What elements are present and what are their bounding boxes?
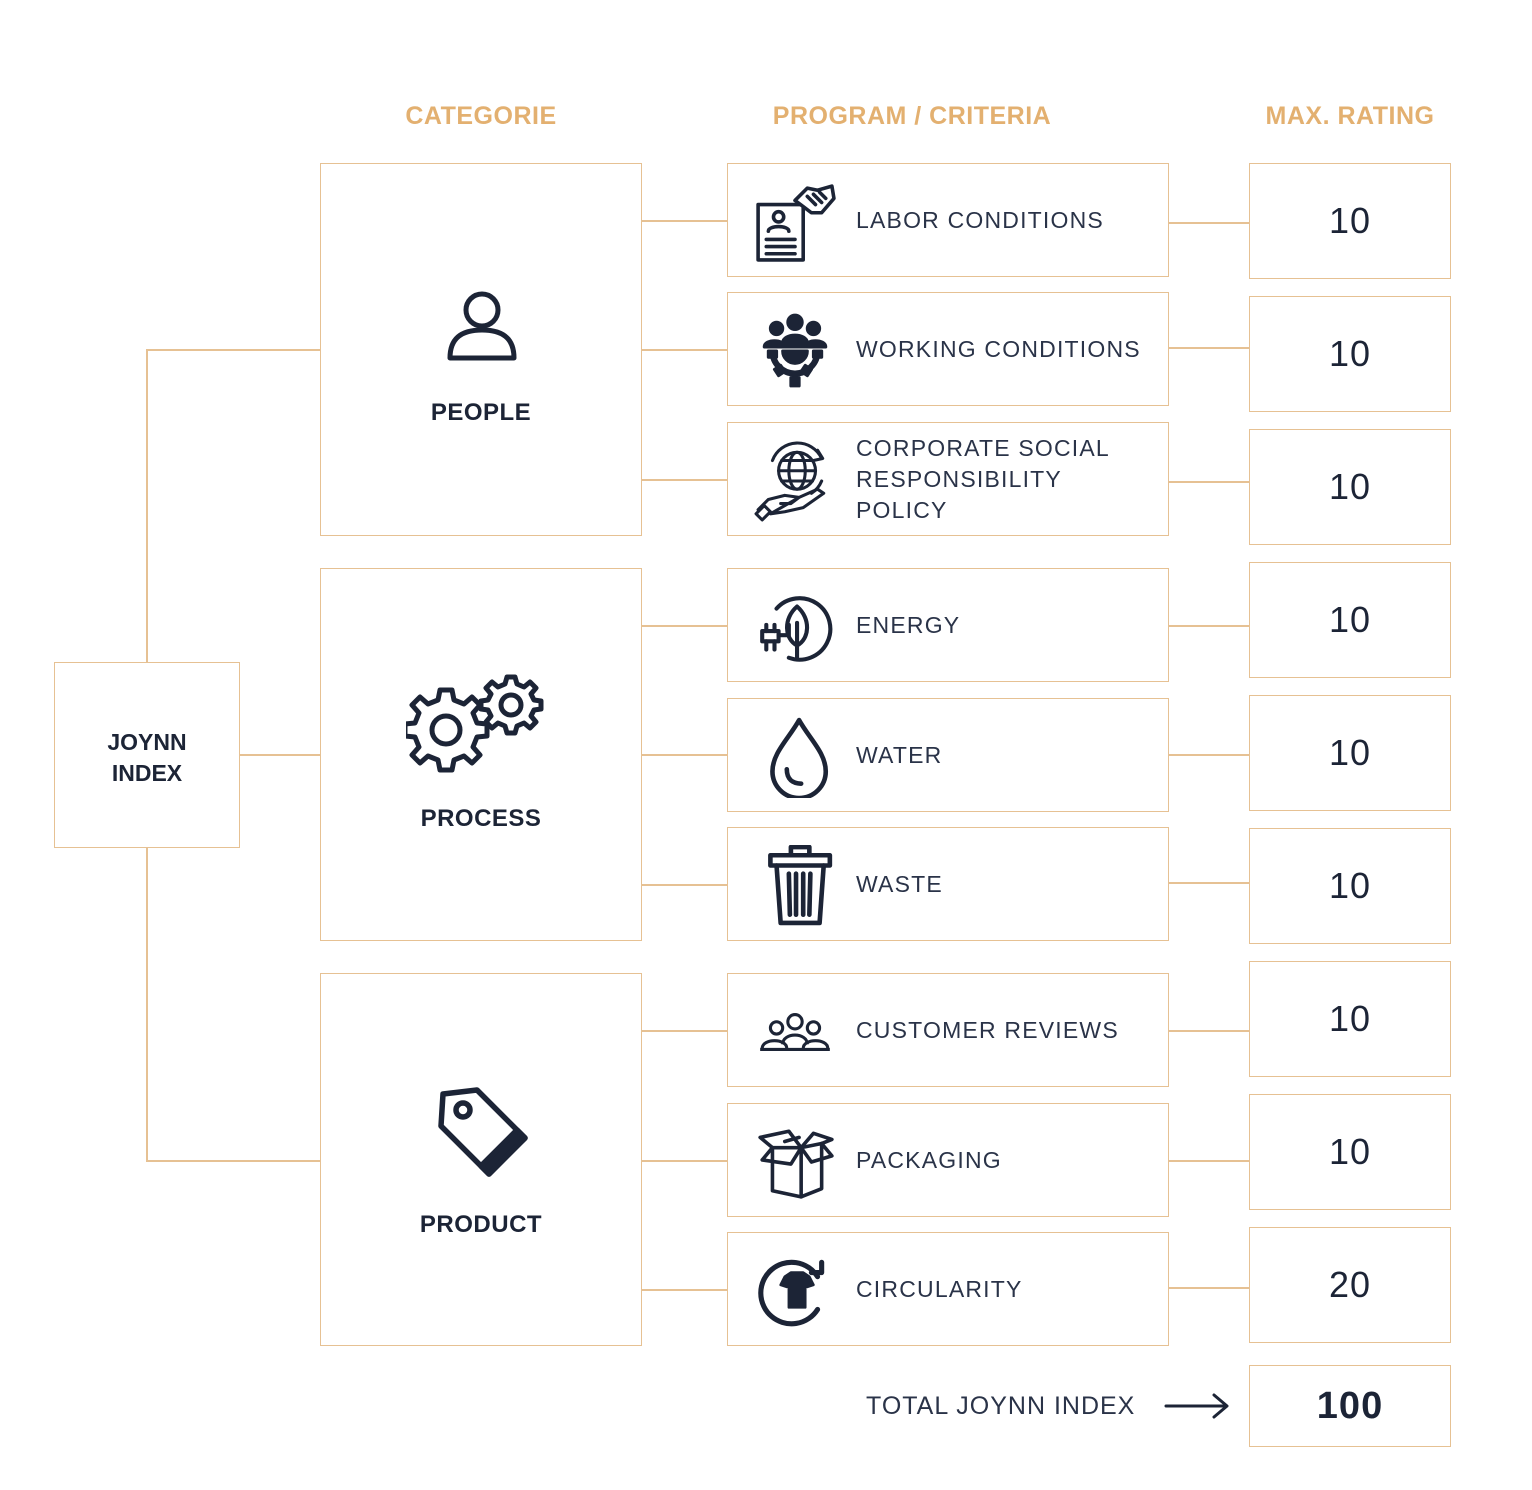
connector-rating-7: [1169, 1030, 1249, 1032]
open-box-icon: [758, 1129, 834, 1199]
connector-rating-5: [1169, 754, 1249, 756]
criteria-waste: WASTE: [727, 827, 1169, 941]
header-rating: MAX. RATING: [1265, 102, 1435, 130]
connector-rating-9: [1169, 1287, 1249, 1289]
criteria-water: WATER: [727, 698, 1169, 812]
criteria-label: CIRCULARITY: [856, 1275, 1023, 1302]
globe-hand-icon: [754, 441, 826, 522]
gears-icon: [406, 674, 544, 773]
criteria-label: CUSTOMER REVIEWS: [856, 1016, 1119, 1043]
connector-rating-8: [1169, 1160, 1249, 1162]
connector-root-product: [146, 1160, 321, 1162]
connector-rating-4: [1169, 625, 1249, 627]
connector-people-c3: [642, 479, 727, 481]
connector-root-down: [146, 847, 148, 1160]
criteria-energy: ENERGY: [727, 568, 1169, 682]
category-people: PEOPLE: [320, 163, 642, 536]
criteria-label: WATER: [856, 741, 943, 768]
connector-product-c7: [642, 1030, 727, 1032]
criteria-label: WORKING CONDITIONS: [856, 335, 1141, 362]
rating-labor-conditions: 10: [1249, 163, 1451, 279]
category-product: PRODUCT: [320, 973, 642, 1346]
connector-people-c2: [642, 349, 727, 351]
connector-rating-2: [1169, 347, 1249, 349]
root-node: JOYNN INDEX: [54, 662, 240, 848]
connector-root-up: [146, 349, 148, 663]
rating-energy: 10: [1249, 562, 1451, 678]
connector-process-c5: [642, 754, 727, 756]
criteria-working-conditions: WORKING CONDITIONS: [727, 292, 1169, 406]
connector-root-process: [240, 754, 321, 756]
water-drop-icon: [770, 717, 829, 798]
criteria-label: CORPORATE SOCIAL RESPONSIBILITY POLICY: [856, 423, 1158, 535]
criteria-customer-reviews: CUSTOMER REVIEWS: [727, 973, 1169, 1087]
connector-process-c4: [642, 625, 727, 627]
connector-process-c6: [642, 884, 727, 886]
connector-product-c8: [642, 1160, 727, 1162]
connector-rating-6: [1169, 882, 1249, 884]
header-category: CATEGORIE: [405, 102, 557, 130]
criteria-label-line1: CORPORATE SOCIAL: [856, 434, 1110, 461]
criteria-labor-conditions: LABOR CONDITIONS: [727, 163, 1169, 277]
rating-water: 10: [1249, 695, 1451, 811]
leaf-plug-icon: [760, 596, 833, 662]
criteria-packaging: PACKAGING: [727, 1103, 1169, 1217]
category-process: PROCESS: [320, 568, 642, 941]
trash-bin-icon: [768, 845, 833, 926]
team-gear-icon: [762, 313, 828, 388]
category-label-people: PEOPLE: [430, 399, 532, 426]
person-icon: [447, 291, 517, 361]
category-label-process: PROCESS: [420, 805, 542, 832]
customers-icon: [760, 1013, 830, 1051]
connector-rating-1: [1169, 222, 1249, 224]
root-label-line2: INDEX: [111, 760, 183, 786]
connector-root-people: [146, 349, 321, 351]
total-value: 100: [1249, 1365, 1451, 1447]
header-criteria: PROGRAM / CRITERIA: [772, 102, 1052, 130]
rating-working-conditions: 10: [1249, 296, 1451, 412]
rating-circularity: 20: [1249, 1227, 1451, 1343]
rating-csr-policy: 10: [1249, 429, 1451, 545]
criteria-circularity: CIRCULARITY: [727, 1232, 1169, 1346]
criteria-label: WASTE: [856, 870, 943, 897]
criteria-label: LABOR CONDITIONS: [856, 206, 1104, 233]
root-label-line1: JOYNN: [107, 729, 187, 755]
connector-product-c9: [642, 1289, 727, 1291]
criteria-csr-policy: CORPORATE SOCIAL RESPONSIBILITY POLICY: [727, 422, 1169, 536]
connector-rating-3: [1169, 481, 1249, 483]
rating-waste: 10: [1249, 828, 1451, 944]
contract-handshake-icon: [756, 184, 836, 262]
criteria-label: PACKAGING: [856, 1146, 1002, 1173]
category-label-product: PRODUCT: [419, 1211, 543, 1238]
recycle-shirt-icon: [758, 1259, 825, 1327]
root-label: JOYNN INDEX: [55, 727, 239, 789]
arrow-right-icon: [1164, 1393, 1229, 1419]
rating-customer-reviews: 10: [1249, 961, 1451, 1077]
price-tag-icon: [438, 1087, 528, 1177]
connector-people-c1: [642, 220, 727, 222]
rating-packaging: 10: [1249, 1094, 1451, 1210]
criteria-label-line2: RESPONSIBILITY POLICY: [856, 465, 1062, 523]
criteria-label: ENERGY: [856, 611, 961, 638]
total-label: TOTAL JOYNN INDEX: [866, 1392, 1136, 1420]
